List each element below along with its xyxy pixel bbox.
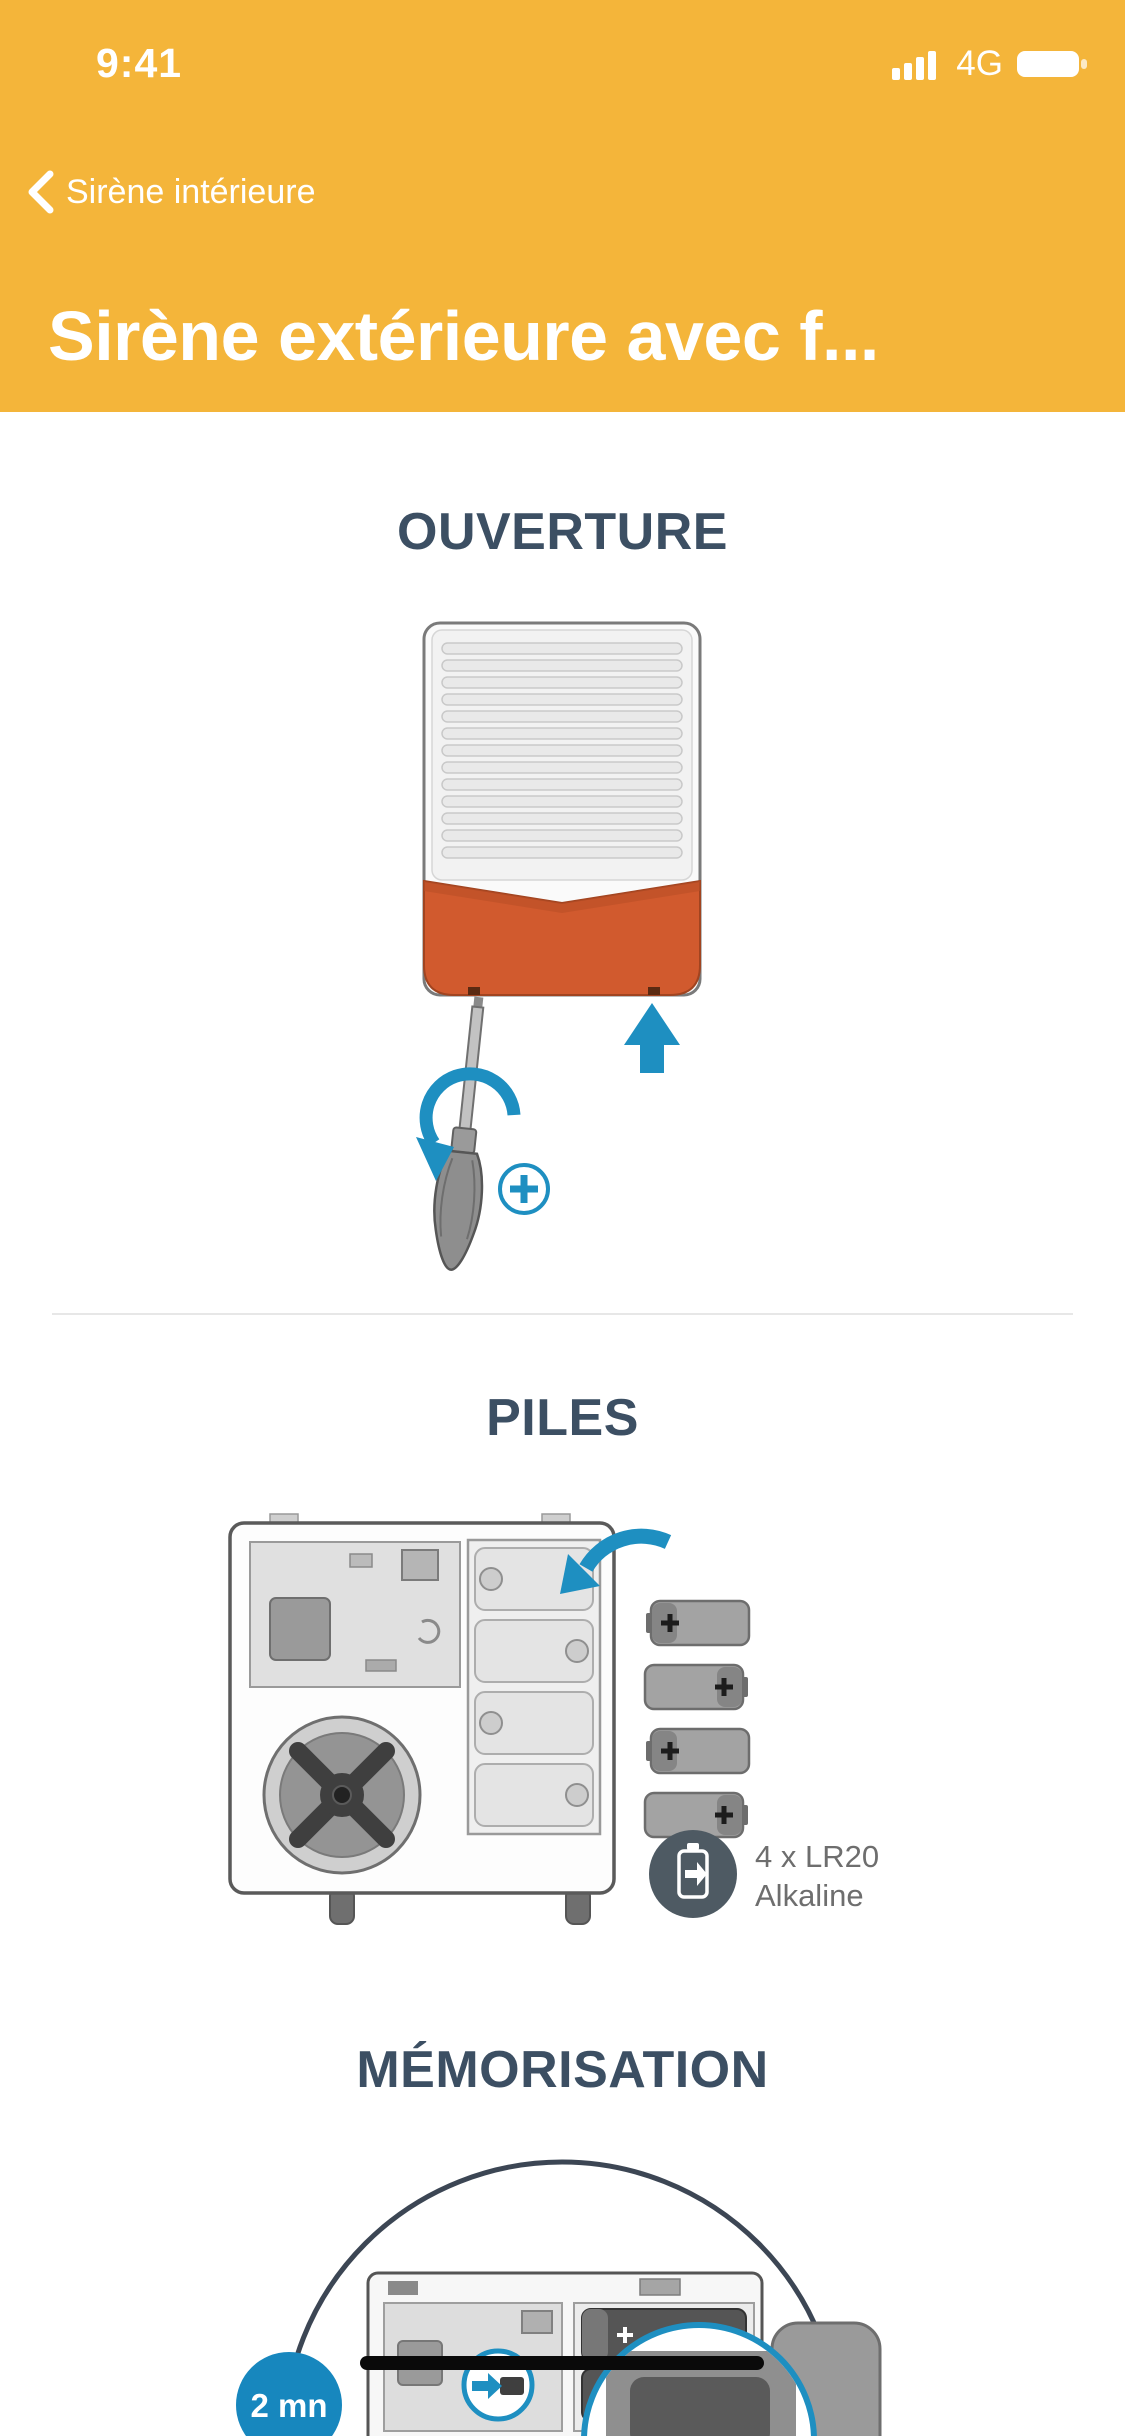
siren-front-illustration <box>416 621 702 1271</box>
battery-note-line1: 4 x LR20 <box>755 1839 879 1874</box>
phillips-screw-icon <box>498 1163 550 1215</box>
header: 9:41 4G Sirène intérieure Sirène extérie… <box>0 0 1125 412</box>
siren-body <box>422 621 702 997</box>
network-label: 4G <box>956 44 1003 83</box>
status-time: 9:41 <box>96 40 183 86</box>
signal-bars-icon <box>892 51 937 80</box>
d-batteries <box>643 1599 751 1839</box>
siren-orange-cover <box>423 879 701 996</box>
section-heading-memorisation: MÉMORISATION <box>356 2041 769 2099</box>
battery-installation-illustration: 4 x LR20 Alkaline <box>228 1513 879 1925</box>
zoom-circle <box>581 2322 817 2436</box>
battery-type-icon <box>649 1830 737 1918</box>
push-up-arrow-icon <box>624 1003 680 1073</box>
battery-note-line2: Alkaline <box>755 1878 864 1913</box>
back-label: Sirène intérieure <box>66 172 316 211</box>
screwdriver-icon <box>433 996 485 1271</box>
status-icons: 4G <box>892 44 1089 84</box>
rotate-arrow-icon <box>416 1067 521 1181</box>
timer-badge: 2 mn <box>236 2352 342 2436</box>
back-button[interactable]: Sirène intérieure <box>24 168 315 216</box>
battery-icon <box>1017 51 1087 77</box>
chevron-left-icon <box>28 170 54 214</box>
section-heading-ouverture: OUVERTURE <box>397 503 728 561</box>
home-indicator[interactable] <box>360 2356 764 2370</box>
siren-back-panel <box>228 1513 616 1925</box>
pairing-illustration: 2 mn <box>236 2159 882 2436</box>
page-title: Sirène extérieure avec f... <box>48 297 879 375</box>
section-heading-piles: PILES <box>486 1389 639 1447</box>
insert-arrow-icon <box>560 1528 672 1594</box>
timer-badge-label: 2 mn <box>250 2387 327 2424</box>
section-divider <box>52 1313 1073 1315</box>
speaker-icon <box>262 1715 422 1875</box>
